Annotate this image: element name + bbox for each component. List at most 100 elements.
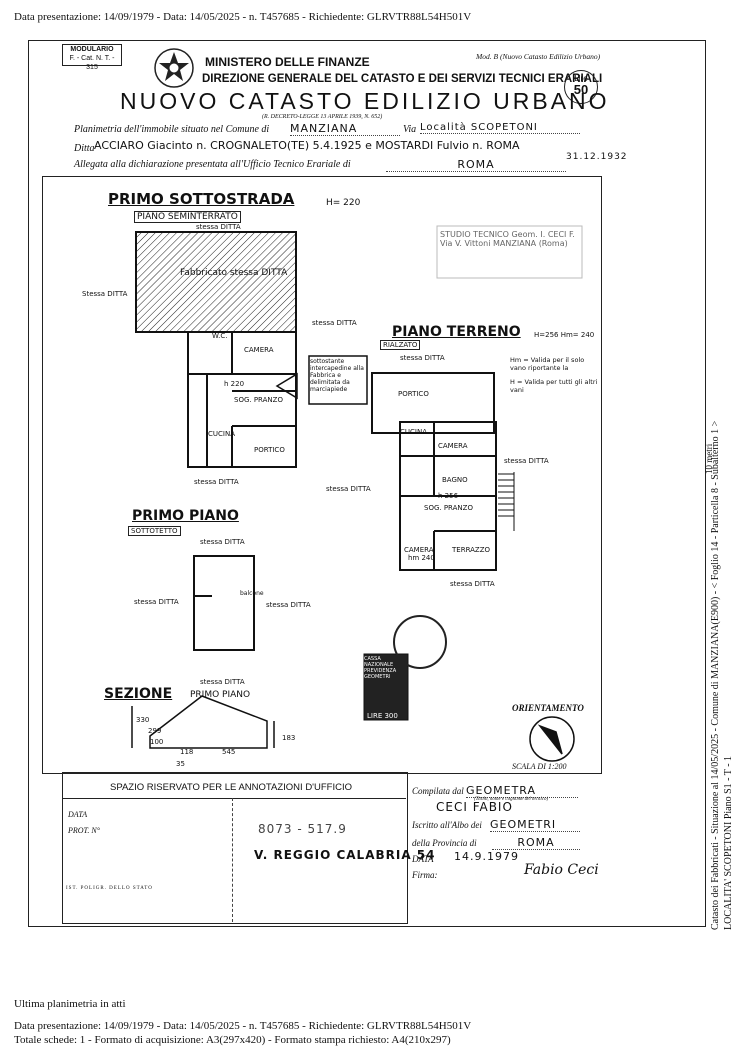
lire-value: 50 bbox=[573, 82, 589, 97]
side-location-line: LOCALITA' SCOPETONI Piano S1 - T - 1 bbox=[723, 755, 734, 930]
office-stamp-number: 8073 - 517.9 bbox=[258, 822, 347, 836]
studio-stamp: STUDIO TECNICO Geom. I. CECI F. Via V. V… bbox=[440, 230, 575, 248]
notes-divider bbox=[62, 798, 406, 799]
dim-100: 100 bbox=[150, 738, 164, 746]
ditta-date: 31.12.1932 bbox=[566, 152, 628, 162]
footer-presentation: Data presentazione: 14/09/1979 - Data: 1… bbox=[14, 1020, 472, 1032]
camera-terreno: CAMERA bbox=[438, 442, 468, 450]
piano-seminterrato-label: PIANO SEMINTERRATO bbox=[134, 211, 241, 223]
cucina-terreno: CUCINA bbox=[400, 428, 427, 436]
fiscal-stamp: LIRE 300 bbox=[367, 712, 398, 720]
fabbricato-label: Fabbricato stessa DITTA bbox=[180, 268, 288, 278]
stessa-ditta-right: stessa DITTA bbox=[312, 319, 357, 327]
mod-b-label: Mod. B (Nuovo Catasto Edilizio Urbano) bbox=[476, 52, 601, 61]
orientamento-label: ORIENTAMENTO bbox=[512, 703, 584, 713]
decree-label: (R. DECRETO-LEGGE 13 APRILE 1939, N. 652… bbox=[262, 114, 383, 120]
stessa-ditta-pp-right: stessa DITTA bbox=[266, 601, 311, 609]
stessa-ditta-bottom: stessa DITTA bbox=[194, 478, 239, 486]
firma-label: Firma: bbox=[412, 870, 438, 880]
terrazzo-label: TERRAZZO bbox=[452, 546, 491, 554]
ministry-label: MINISTERO DELLE FINANZE bbox=[205, 55, 370, 69]
primo-piano-title: PRIMO PIANO bbox=[132, 508, 239, 524]
stessa-ditta-pp-left: stessa DITTA bbox=[134, 598, 179, 606]
document-title: NUOVO CATASTO EDILIZIO URBANO bbox=[120, 88, 610, 114]
republic-emblem-icon bbox=[154, 48, 194, 88]
modulario-line2: F. - Cat. N. T. - 315 bbox=[69, 55, 115, 71]
portico-terreno: PORTICO bbox=[398, 390, 429, 398]
soggiorno-terreno: SOG. PRANZO bbox=[424, 504, 473, 512]
sottotetto-label: SOTTOTETTO bbox=[128, 526, 181, 536]
via-label: Via bbox=[403, 124, 417, 135]
camera-seminterrato: CAMERA bbox=[244, 346, 274, 354]
notes-vertical-divider bbox=[232, 798, 233, 922]
h-note: H = Valida per tutti gli altri vani bbox=[510, 378, 598, 394]
portico-seminterrato: PORTICO bbox=[254, 446, 285, 454]
document-frame bbox=[28, 40, 706, 927]
albo-label: Iscritto all'Albo dei bbox=[412, 820, 482, 830]
modulario-line1: MODULARIO bbox=[70, 46, 114, 53]
direction-label: DIREZIONE GENERALE DEL CATASTO E DEI SER… bbox=[202, 73, 603, 85]
office-stamp-address: V. REGGIO CALABRIA 54 bbox=[254, 848, 436, 862]
dim-330: 330 bbox=[136, 716, 150, 724]
date-label: DATA bbox=[412, 854, 434, 864]
rialzato-label: RIALZATO bbox=[380, 340, 421, 350]
dim-35: 35 bbox=[176, 760, 185, 768]
provincia-value: ROMA bbox=[492, 836, 580, 850]
h-sottostrada: H= 220 bbox=[326, 198, 361, 208]
technician-name: CECI FABIO bbox=[436, 800, 513, 814]
hm240-label: hm 240 bbox=[408, 554, 435, 562]
scale-label: SCALA DI 1:200 bbox=[512, 762, 567, 771]
cucina-seminterrato: CUCINA bbox=[208, 430, 235, 438]
allegata-label: Allegata alla dichiarazione presentata a… bbox=[74, 159, 351, 170]
office-notes-box bbox=[62, 772, 408, 924]
hm-note: Hm = Valida per il solo vano riportante … bbox=[510, 356, 585, 372]
compilata-label: Compilata dal bbox=[412, 786, 464, 796]
geometra-value: GEOMETRA bbox=[466, 784, 578, 798]
data-label: DATA bbox=[68, 810, 88, 819]
stessa-ditta-left: Stessa DITTA bbox=[82, 290, 128, 298]
camera-terreno-2: CAMERA bbox=[404, 546, 434, 554]
signature-handwritten: Fabio Ceci bbox=[524, 862, 599, 878]
notes-title: SPAZIO RISERVATO PER LE ANNOTAZIONI D'UF… bbox=[110, 782, 352, 793]
lire-label: Lire bbox=[574, 74, 588, 83]
h256-label: h 256 bbox=[438, 492, 459, 500]
provincia-label: della Provincia di bbox=[412, 838, 477, 848]
albo-value: GEOMETRI bbox=[490, 818, 580, 832]
footer-last-plan: Ultima planimetria in atti bbox=[14, 998, 126, 1010]
dim-183: 183 bbox=[282, 734, 296, 742]
h220-label: h 220 bbox=[224, 380, 245, 388]
stessa-ditta-terreno: stessa DITTA bbox=[400, 354, 445, 362]
lire-badge: Lire 50 bbox=[564, 70, 598, 104]
balcone-label: balcone bbox=[240, 590, 264, 597]
planimetria-label: Planimetria dell'immobile situato nel Co… bbox=[74, 124, 270, 135]
comune-value: MANZIANA bbox=[290, 122, 400, 136]
wc-label: W.C. bbox=[212, 332, 228, 340]
sottostante-note: sottostante intercapedine alla Fabbrica … bbox=[310, 358, 364, 393]
dim-545: 545 bbox=[222, 748, 236, 756]
footer-format: Totale schede: 1 - Formato di acquisizio… bbox=[14, 1034, 451, 1046]
ditta-value: ACCIARO Giacinto n. CROGNALETO(TE) 5.4.1… bbox=[94, 139, 520, 152]
sezione-subtitle: PRIMO PIANO bbox=[190, 690, 251, 700]
title-subtitle: (Titolo, nome e cognome del tecnico) bbox=[474, 797, 549, 802]
ufficio-value: ROMA bbox=[386, 158, 566, 172]
floor-plan-drawing bbox=[131, 225, 583, 762]
piano-terreno-title: PIANO TERRENO bbox=[392, 324, 521, 340]
ditta-label: Ditta bbox=[74, 143, 95, 154]
via-value: Località SCOPETONI bbox=[420, 122, 580, 134]
soggiorno-seminterrato: SOG. PRANZO bbox=[234, 396, 283, 404]
stessa-ditta-top: stessa DITTA bbox=[196, 223, 241, 231]
modulario-box: MODULARIO F. - Cat. N. T. - 315 bbox=[62, 44, 122, 71]
bagno-label: BAGNO bbox=[442, 476, 468, 484]
prot-label: PROT. N° bbox=[68, 826, 100, 835]
dim-299: 299 bbox=[148, 727, 162, 735]
side-scale-mark: 10 metri bbox=[704, 443, 714, 474]
side-cadastre-line: Catasto dei Fabbricati - Situazione al 1… bbox=[710, 420, 721, 930]
stessa-ditta-south: stessa DITTA bbox=[450, 580, 495, 588]
floor-plan-area bbox=[42, 176, 602, 774]
stessa-ditta-west: stessa DITTA bbox=[326, 485, 371, 493]
stessa-ditta-pp-top: stessa DITTA bbox=[200, 538, 245, 546]
marca-text: CASSA NAZIONALE PREVIDENZA GEOMETRI bbox=[364, 656, 397, 680]
dim-118: 118 bbox=[180, 748, 194, 756]
primo-sottostrada-title: PRIMO SOTTOSTRADA bbox=[108, 190, 295, 208]
header-line: Data presentazione: 14/09/1979 - Data: 1… bbox=[14, 11, 472, 23]
